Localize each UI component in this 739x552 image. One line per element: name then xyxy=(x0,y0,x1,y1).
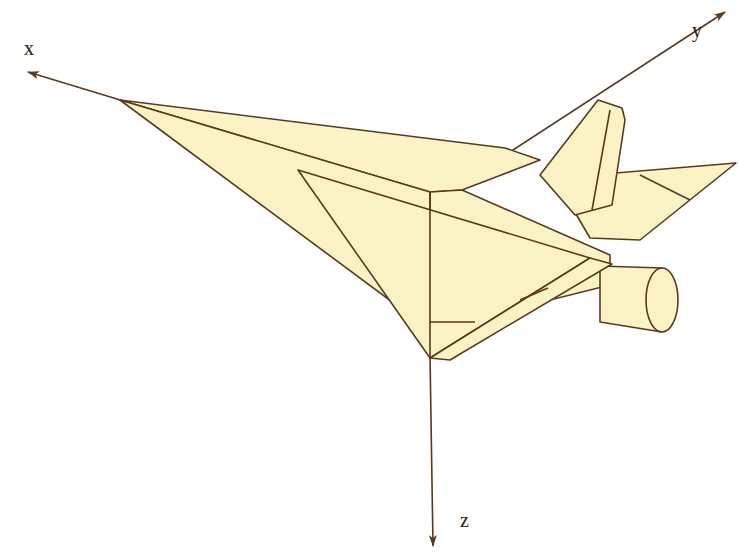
tail-fin xyxy=(540,100,625,215)
tail-fin-edge xyxy=(592,110,610,210)
fuselage-edge xyxy=(429,192,431,358)
axis-label: y xyxy=(692,20,702,40)
axis-label: x xyxy=(24,38,34,58)
near-wing-edge xyxy=(430,258,612,360)
flap-line xyxy=(520,288,548,300)
near-wing xyxy=(298,170,590,358)
flap-line xyxy=(430,321,475,323)
z-axis xyxy=(430,355,433,546)
axis-label: z xyxy=(460,510,469,530)
far-wing-flap xyxy=(640,175,690,200)
engine-nozzle xyxy=(646,268,678,332)
